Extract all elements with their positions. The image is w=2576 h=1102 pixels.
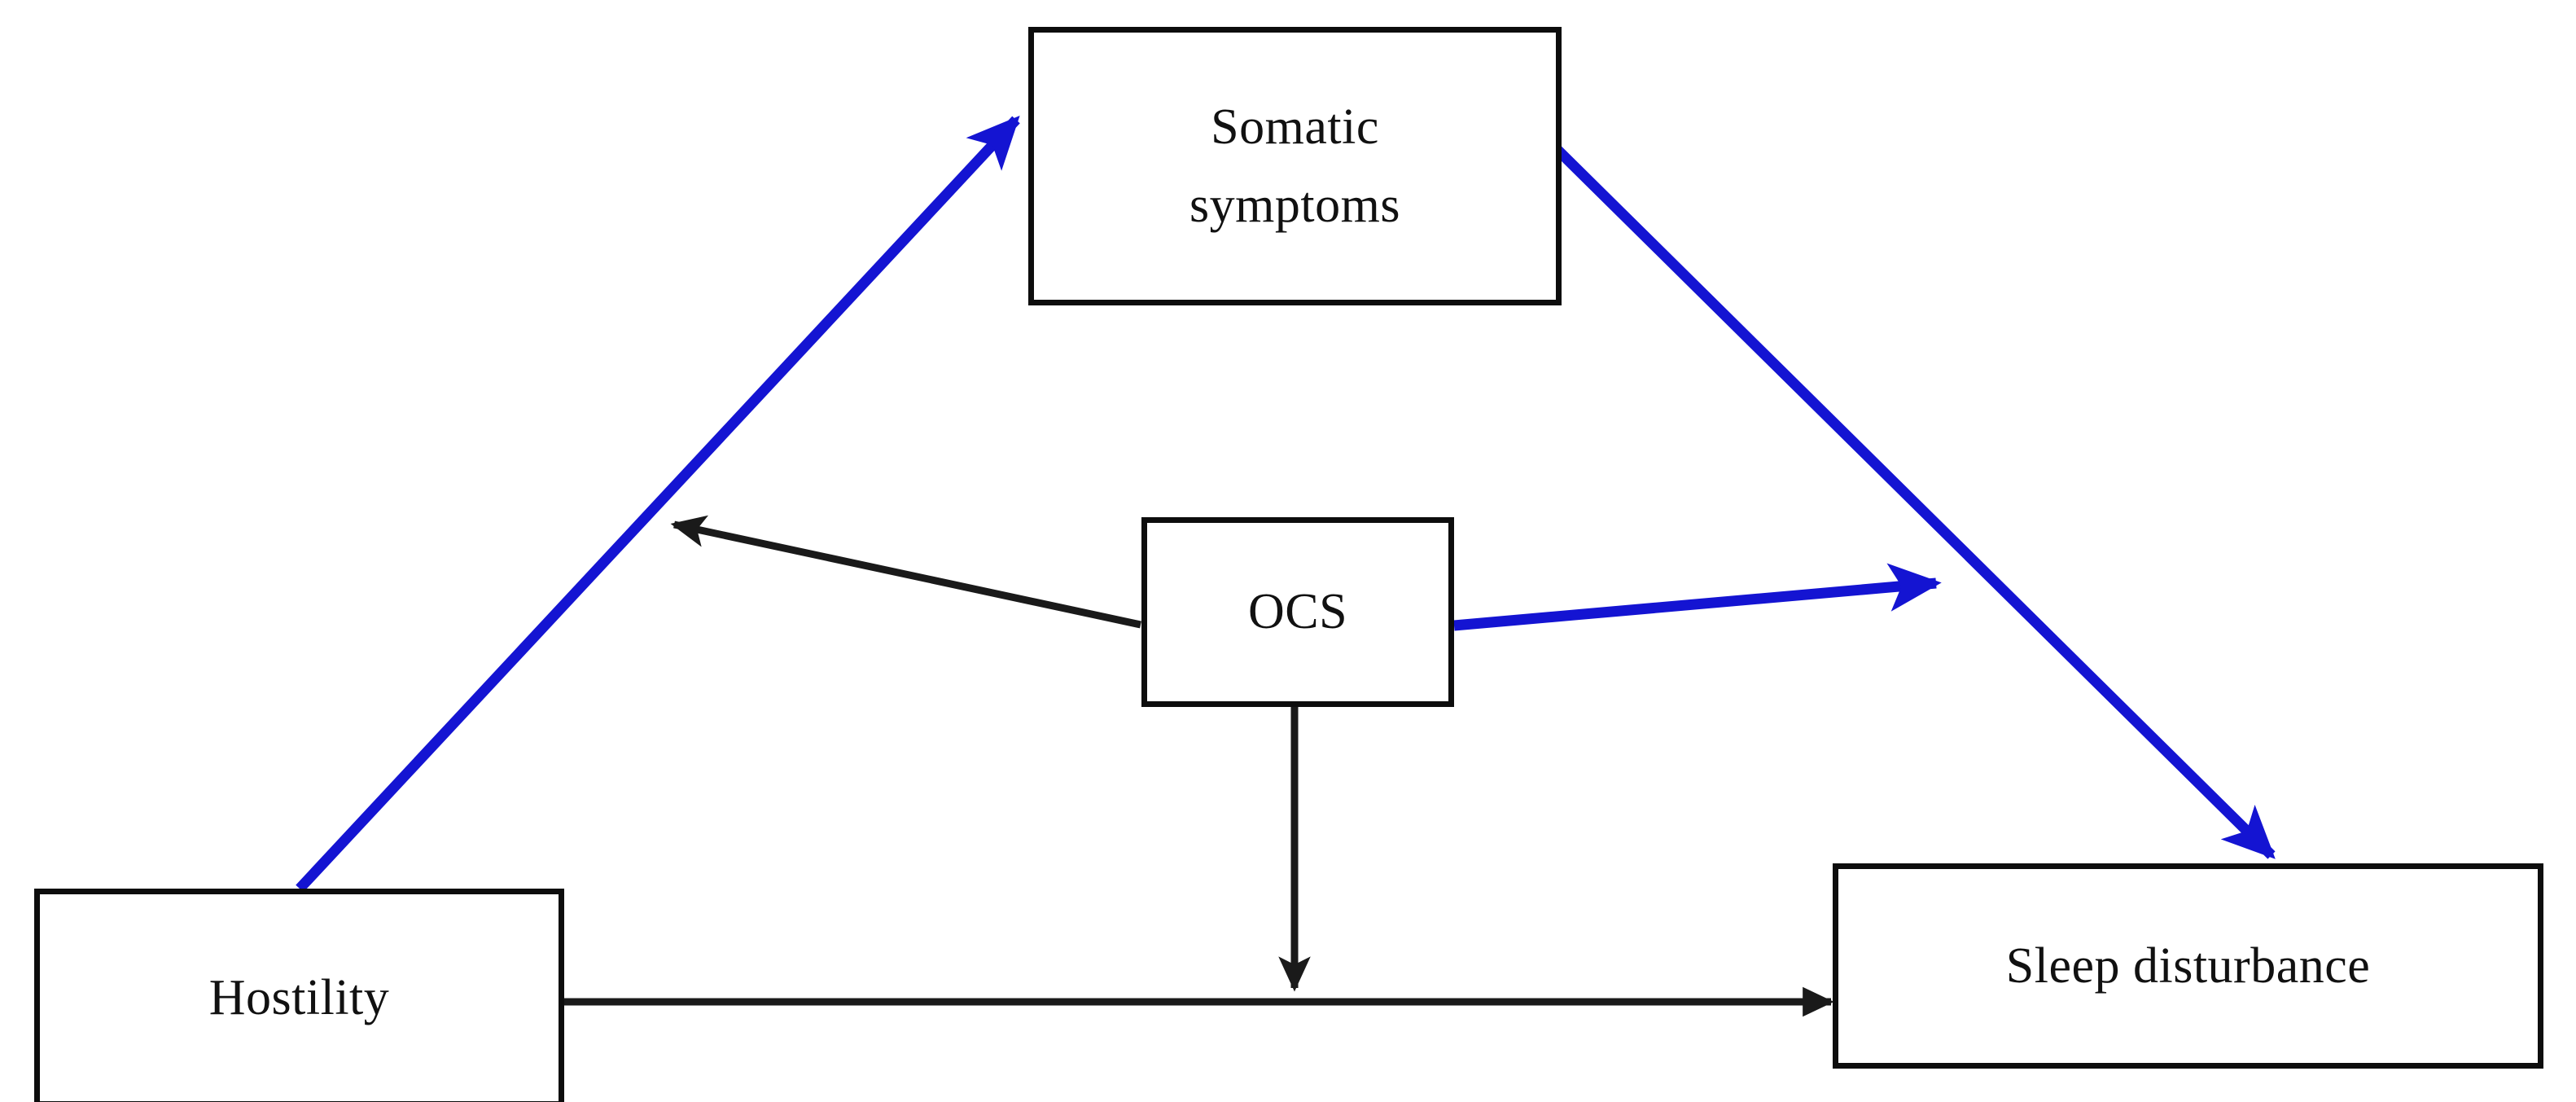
node-somatic-symptoms[interactable]: Somatic symptoms: [1028, 27, 1562, 305]
node-ocs[interactable]: OCS: [1141, 517, 1454, 707]
node-somatic-symptoms-label: Somatic symptoms: [1189, 99, 1400, 233]
edge-ocs-to-somatic: [670, 515, 1141, 629]
edge-somatic-to-sleep: [1547, 139, 2276, 859]
node-sleep-disturbance-label: Sleep disturbance: [2005, 937, 2371, 994]
edge-hostility-to-somatic: [296, 116, 1020, 893]
node-ocs-label: OCS: [1247, 584, 1348, 640]
node-sleep-disturbance[interactable]: Sleep disturbance: [1833, 863, 2543, 1069]
node-hostility-label: Hostility: [208, 969, 390, 1025]
edge-ocs-to-sleep: [1453, 563, 1942, 631]
node-hostility[interactable]: Hostility: [34, 889, 564, 1102]
